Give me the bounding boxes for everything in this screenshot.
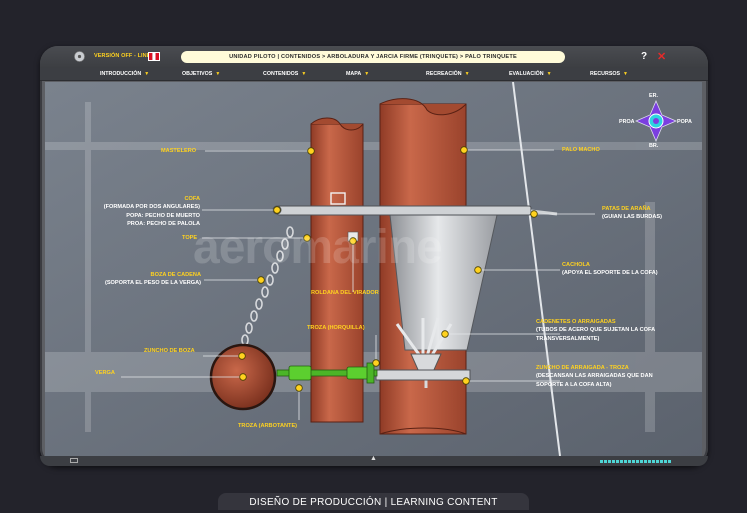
- label-zuncho-group[interactable]: ZUNCHO DE ARRAIGADA - TROZA (DESCANSAN L…: [536, 365, 653, 388]
- troza-arbotante: [276, 362, 378, 384]
- menu-objetivos[interactable]: OBJETIVOS▼: [182, 71, 221, 77]
- label-cofa: COFA: [184, 196, 200, 202]
- label-boza-de-cadena: BOZA DE CADENA: [150, 272, 201, 278]
- scroll-up-icon[interactable]: ▲: [370, 455, 377, 462]
- zuncho-band: [375, 369, 471, 381]
- footer-tab: DISEÑO DE PRODUCCIÓN | LEARNING CONTENT: [218, 493, 529, 510]
- help-icon[interactable]: ?: [641, 51, 648, 62]
- bottom-bar: ▲: [40, 455, 708, 466]
- leader-lines: [121, 149, 595, 420]
- cofa-bar: [272, 205, 558, 216]
- chain: [241, 226, 294, 346]
- label-troza-arbotante[interactable]: TROZA (ARBOTANTE): [238, 423, 298, 429]
- peru-flag-icon[interactable]: [148, 52, 160, 61]
- top-bar: VERSIÓN OFF - LINE UNIDAD PILOTO | CONTE…: [40, 46, 708, 68]
- chevron-down-icon: ▼: [623, 71, 628, 77]
- screen-icon[interactable]: [70, 458, 78, 463]
- label-cofa-group[interactable]: COFA (FORMADA POR DOS ANGULARES) POPA: P…: [85, 195, 200, 229]
- label-roldana[interactable]: ROLDANA DEL VIRADOR: [311, 290, 379, 296]
- menu-recreacion[interactable]: RECREACIÓN▼: [426, 71, 470, 77]
- diagram-stage: aeromarine ER. BR. PROA POPA MASTELERO P…: [45, 82, 702, 456]
- label-cachola-group[interactable]: CACHOLA (APOYA EL SOPORTE DE LA COFA): [562, 262, 658, 277]
- close-icon[interactable]: ✕: [657, 51, 667, 63]
- chevron-down-icon: ▼: [364, 71, 370, 77]
- breadcrumb: UNIDAD PILOTO | CONTENIDOS > ARBOLADURA …: [181, 51, 565, 63]
- compass-west-label: PROA: [619, 119, 635, 125]
- chevron-down-icon: ▼: [464, 71, 470, 77]
- compass-icon: [634, 99, 678, 143]
- label-troza-horquilla[interactable]: TROZA (HORQUILLA): [307, 325, 365, 331]
- label-tope[interactable]: TOPE: [182, 235, 198, 241]
- menu-contenidos[interactable]: CONTENIDOS▼: [263, 71, 307, 77]
- label-cadenetes-group[interactable]: CADENETES O ARRAIGADAS (TUBOS DE ACERO Q…: [536, 319, 656, 342]
- label-patas-de-arana: PATAS DE ARAÑA: [602, 206, 651, 212]
- chevron-down-icon: ▼: [546, 71, 552, 77]
- menu-introduccion[interactable]: INTRODUCCIÓN▼: [100, 71, 150, 77]
- mast-diagram: [45, 82, 702, 456]
- chevron-down-icon: ▼: [215, 71, 221, 77]
- compass-north-label: ER.: [649, 93, 658, 99]
- chevron-down-icon: ▼: [301, 71, 307, 77]
- watermark-text: aeromarine: [193, 221, 443, 274]
- menu-recursos[interactable]: RECURSOS▼: [590, 71, 628, 77]
- label-palo-macho[interactable]: PALO MACHO: [562, 147, 600, 153]
- label-zuncho-de-boza[interactable]: ZUNCHO DE BOZA: [144, 348, 195, 354]
- photo-background: [45, 82, 702, 456]
- app-frame: VERSIÓN OFF - LINE UNIDAD PILOTO | CONTE…: [40, 46, 708, 466]
- label-mastelero[interactable]: MASTELERO: [161, 148, 197, 154]
- label-verga[interactable]: VERGA: [95, 370, 115, 376]
- stay-line: [512, 82, 561, 456]
- label-cadenetes: CADENETES O ARRAIGADAS: [536, 319, 616, 325]
- version-label: VERSIÓN OFF - LINE: [94, 53, 151, 59]
- main-menu: INTRODUCCIÓN▼ OBJETIVOS▼ CONTENIDOS▼ MAP…: [40, 68, 708, 81]
- label-cachola: CACHOLA: [562, 262, 590, 268]
- progress-indicator: [600, 460, 672, 463]
- disc-icon: [74, 51, 85, 62]
- label-zuncho-arraigada: ZUNCHO DE ARRAIGADA - TROZA: [536, 365, 629, 371]
- compass-south-label: BR.: [649, 143, 659, 149]
- label-boza-group[interactable]: BOZA DE CADENA (SOPORTA EL PESO DE LA VE…: [85, 271, 201, 288]
- marker-dots[interactable]: [238, 146, 538, 392]
- chevron-down-icon: ▼: [144, 71, 150, 77]
- menu-evaluacion[interactable]: EVALUACIÓN▼: [509, 71, 552, 77]
- label-patas-group[interactable]: PATAS DE ARAÑA (GUIAN LAS BURDAS): [602, 206, 662, 221]
- compass-east-label: POPA: [677, 119, 692, 125]
- menu-mapa[interactable]: MAPA▼: [346, 71, 370, 77]
